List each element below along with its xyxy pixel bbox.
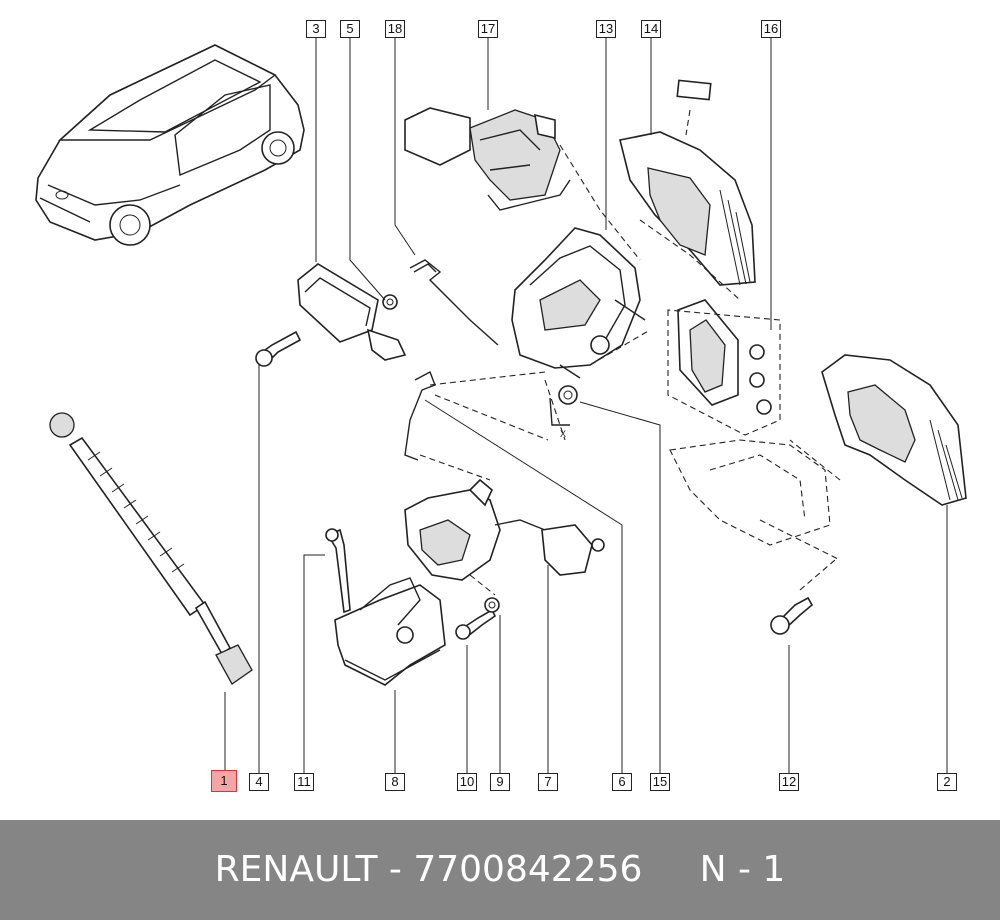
caption-gap: [642, 849, 699, 890]
bracket-8: [325, 528, 446, 686]
callout-2[interactable]: 2: [937, 773, 957, 791]
footer-bar: RENAULT - 7700842256 N - 1: [0, 820, 1000, 920]
callout-10[interactable]: 10: [457, 773, 477, 791]
gasket-plate: [677, 299, 772, 415]
bolt-4: [255, 330, 302, 367]
callout-18[interactable]: 18: [385, 20, 405, 38]
caption-separator: -: [377, 849, 414, 890]
screw-10: [455, 608, 497, 640]
callout-7[interactable]: 7: [538, 773, 558, 791]
motor-assembly: [404, 107, 571, 211]
position-label: N - 1: [699, 849, 786, 890]
callout-16[interactable]: 16: [761, 20, 781, 38]
latch-7: [404, 478, 605, 581]
leader-lines: [224, 38, 948, 775]
callout-3[interactable]: 3: [306, 20, 326, 38]
callout-9[interactable]: 9: [490, 773, 510, 791]
axis-label: X: [560, 429, 566, 439]
handle-cover-14: [619, 79, 756, 286]
callout-5[interactable]: 5: [340, 20, 360, 38]
callout-8[interactable]: 8: [385, 773, 405, 791]
callout-1-highlighted[interactable]: 1: [211, 770, 237, 792]
electronic-module: [297, 263, 407, 361]
door-section-ghost: [669, 439, 831, 546]
lock-mechanism: [511, 227, 646, 379]
handle-2: [821, 354, 967, 506]
callout-12[interactable]: 12: [779, 773, 799, 791]
brand-name: RENAULT: [214, 849, 378, 890]
callout-14[interactable]: 14: [641, 20, 661, 38]
part-number: 7700842256: [413, 849, 643, 890]
footer-caption: RENAULT - 7700842256 N - 1: [0, 820, 1000, 920]
axis-indicator: X: [549, 397, 570, 439]
callout-17[interactable]: 17: [478, 20, 498, 38]
screw-12: [770, 596, 814, 635]
washer-9: [484, 597, 500, 613]
assembly-lines: [419, 109, 841, 596]
nut-15: [558, 385, 578, 405]
callout-4[interactable]: 4: [249, 773, 269, 791]
rod-18: [409, 259, 499, 346]
callout-11[interactable]: 11: [294, 773, 314, 791]
rod-6: [404, 371, 436, 461]
gas-strut: [49, 412, 253, 685]
car-illustration: [35, 44, 305, 246]
exploded-parts-diagram: X: [35, 38, 967, 775]
callout-6[interactable]: 6: [612, 773, 632, 791]
callout-15[interactable]: 15: [650, 773, 670, 791]
callout-13[interactable]: 13: [596, 20, 616, 38]
